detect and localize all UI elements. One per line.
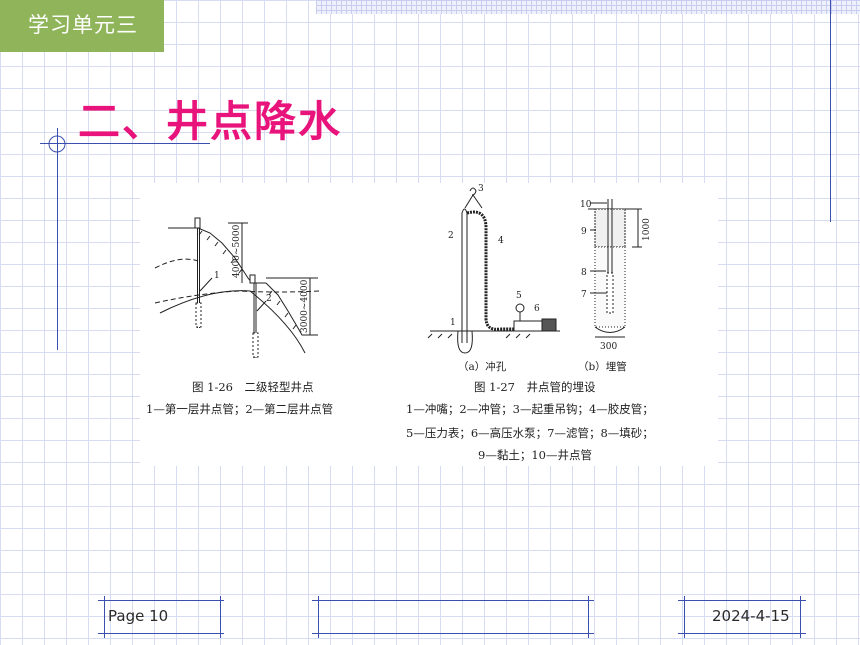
fig27-legend-line3: 9—黏土；10—井点管 (478, 448, 592, 462)
footer-tick (588, 596, 589, 638)
footer-tick (800, 596, 801, 638)
fig26-drawing (154, 217, 321, 358)
left-vertical-line (57, 128, 58, 350)
footer-date-box: 2024-4-15 (678, 600, 806, 634)
fig27-sub-b: （b）埋管 (578, 361, 627, 373)
fig26-mark-2: 2 (266, 294, 272, 304)
unit-label: 学习单元三 (28, 13, 138, 37)
fig26-mark-1: 1 (214, 271, 220, 281)
fig27-legend-line2: 5—压力表；6—高压水泵；7—滤管；8—填砂； (406, 426, 654, 440)
footer-tick (220, 596, 221, 638)
fig27-legend-line1: 1—冲嘴；2—冲管；3—起重吊钩；4—胶皮管； (406, 402, 654, 416)
fig27-mark-4: 4 (498, 236, 504, 246)
footer-date: 2024-4-15 (712, 607, 790, 625)
fig26-dim-lower: 3000~4000 (300, 279, 310, 333)
fig27-mark-2: 2 (448, 231, 454, 241)
engineering-diagram: 4000~5000 3000~4000 1 2 3 2 (154, 184, 652, 358)
fig27-mark-7: 7 (581, 290, 587, 300)
fig27-mark-1: 1 (450, 318, 456, 328)
fig27b-drawing (588, 199, 642, 338)
crosshair-circle-icon (48, 135, 66, 153)
footer-middle-box (312, 600, 594, 634)
footer-tick (684, 596, 685, 638)
footer-page-box: Page 10 (98, 600, 224, 634)
fig27-mark-5: 5 (516, 291, 522, 301)
fig27-dim-width: 300 (600, 342, 617, 352)
right-vertical-line (830, 0, 831, 222)
title-underline (40, 143, 210, 144)
footer-tick (318, 596, 319, 638)
unit-tab: 学习单元三 (0, 0, 164, 52)
page-number: Page 10 (108, 607, 169, 625)
slide-title: 二、井点降水 (78, 97, 343, 146)
figure-panel: 4000~5000 3000~4000 1 2 3 2 (140, 183, 718, 466)
fig27-caption-title: 图 1-27 井点管的埋设 (474, 380, 596, 394)
fig27-sub-a: （a）冲孔 (458, 361, 507, 373)
fig27-mark-6: 6 (534, 304, 540, 314)
fig27-mark-9: 9 (581, 227, 587, 237)
fig27-mark-3: 3 (478, 184, 484, 194)
fig27-mark-10: 10 (580, 200, 592, 210)
fig26-caption-title: 图 1-26 二级轻型井点 (192, 380, 314, 394)
fig27-mark-8: 8 (581, 268, 587, 278)
fig26-caption-legend: 1—第一层井点管；2—第二层井点管 (146, 402, 334, 416)
fig27-dim-top: 1000 (642, 218, 652, 241)
top-pattern-band (316, 0, 860, 14)
footer-tick (104, 596, 105, 638)
fig27a-drawing (427, 187, 560, 354)
fig26-dim-upper: 4000~5000 (232, 224, 242, 278)
